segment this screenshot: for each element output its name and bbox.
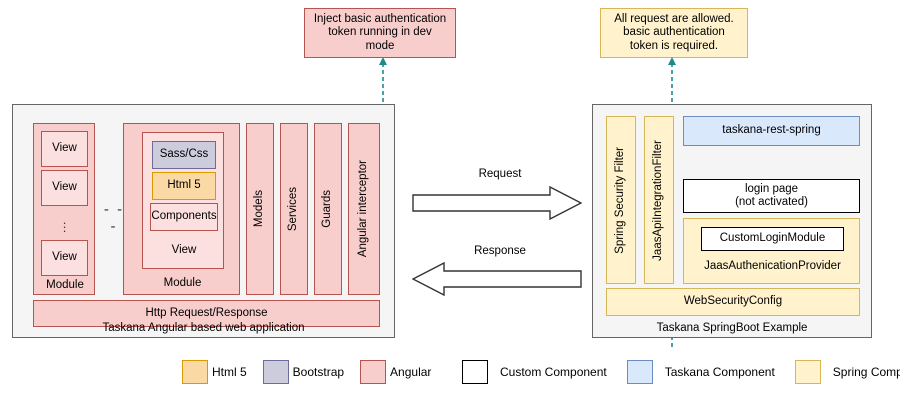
login-page[interactable]: login page (not activated) [683,179,860,213]
module-a-view-3[interactable]: View [41,240,88,276]
jaas-api-integration-filter-label: JaasApiIntegrationFilter [652,139,665,261]
legend-item-spring-component: Spring Component [794,360,900,384]
custom-login-module-label: CustomLoginModule [719,232,826,245]
callout-inject-token-text: Inject basic authentication token runnin… [313,13,447,52]
jaas-authentication-provider-label: JaasAuthenicationProvider [704,260,841,273]
module-a-view-3-label: View [52,251,77,264]
column-guards-label: Guards [321,190,334,228]
module-a-view-1[interactable]: View [41,131,88,167]
column-angular-interceptor[interactable]: Angular interceptor [348,123,380,295]
module-a[interactable]: View View ... View Module [33,123,95,295]
module-a-view-1-label: View [52,142,77,155]
module-b-view-label: View [171,244,197,257]
legend-swatch-custom-component [462,360,488,384]
legend-item-angular: Angular [360,360,431,384]
column-services-label: Services [287,186,300,232]
response-arrow-icon [412,262,582,296]
callout-all-requests: All request are allowed. basic authentic… [600,8,748,58]
web-security-config[interactable]: WebSecurityConfig [606,288,860,316]
module-b[interactable]: Sass/Css Html 5 Components View Module [123,123,240,295]
legend-label-angular: Angular [390,365,432,379]
module-b-view[interactable]: Sass/Css Html 5 Components View [142,132,224,269]
legend-label-html5: Html 5 [212,365,247,379]
module-a-label: Module [46,279,84,292]
column-guards[interactable]: Guards [314,123,342,295]
login-page-label: login page (not activated) [735,182,808,208]
http-request-response-bar[interactable]: Http Request/Response [33,300,380,327]
request-arrow-icon [412,186,582,220]
legend-swatch-html5 [182,360,208,384]
callout-all-requests-text: All request are allowed. basic authentic… [614,13,734,52]
legend-label-spring-component: Spring Component [832,365,900,379]
response-label: Response [474,245,526,257]
callout-inject-token: Inject basic authentication token runnin… [304,8,456,58]
legend-item-taskana-component: Taskana Component [626,360,775,384]
legend-swatch-angular [360,360,387,384]
column-angular-interceptor-label: Angular interceptor [357,160,370,258]
legend-item-html5: Html 5 [182,360,247,384]
right-panel-caption: Taskana SpringBoot Example [656,322,808,334]
jaas-api-integration-filter[interactable]: JaasApiIntegrationFilter [644,116,674,284]
http-request-response-label: Http Request/Response [145,306,268,319]
right-panel-springboot: Spring Security Filter JaasApiIntegratio… [592,104,872,338]
left-panel-angular-app: View View ... View Module - - - Sass/Css… [12,104,395,338]
custom-login-module[interactable]: CustomLoginModule [701,227,844,251]
jaas-authentication-provider[interactable]: CustomLoginModule JaasAuthenicationProvi… [683,218,860,284]
legend-left-group: Html 5 Bootstrap Angular [182,360,431,384]
module-a-vertical-ellipsis-icon: ... [62,212,67,235]
spring-security-filter-label: Spring Security Filter [614,146,627,254]
module-b-sass-css-label: Sass/Css [159,148,209,161]
module-b-html5-label: Html 5 [167,179,201,192]
module-a-view-2-label: View [52,181,77,194]
legend-label-taskana-component: Taskana Component [664,365,775,379]
module-b-components-label: Components [151,210,217,223]
taskana-rest-spring[interactable]: taskana-rest-spring [683,116,860,146]
module-b-label: Module [163,277,202,290]
legend-right-group: Custom Component Taskana Component Sprin… [462,360,900,384]
legend-swatch-taskana-component [626,360,653,384]
column-models[interactable]: Models [246,123,274,295]
legend-label-custom-component: Custom Component [500,365,607,379]
legend-swatch-bootstrap [262,360,289,384]
web-security-config-label: WebSecurityConfig [683,295,783,308]
module-b-html5[interactable]: Html 5 [152,172,216,200]
modules-ellipsis-icon: - - - [103,200,125,235]
column-services[interactable]: Services [280,123,308,295]
taskana-rest-spring-label: taskana-rest-spring [722,124,821,137]
request-label: Request [478,168,522,180]
column-models-label: Models [253,190,266,228]
module-b-sass-css[interactable]: Sass/Css [152,141,216,169]
module-a-view-2[interactable]: View [41,170,88,206]
legend-swatch-spring-component [794,360,821,384]
legend-label-bootstrap: Bootstrap [292,365,345,379]
spring-security-filter[interactable]: Spring Security Filter [606,116,636,284]
legend-item-bootstrap: Bootstrap [262,360,345,384]
legend-item-custom-component: Custom Component [462,360,607,384]
dashed-connector-left [371,57,395,109]
left-panel-caption: Taskana Angular based web application [102,322,305,334]
module-b-components[interactable]: Components [150,203,218,231]
